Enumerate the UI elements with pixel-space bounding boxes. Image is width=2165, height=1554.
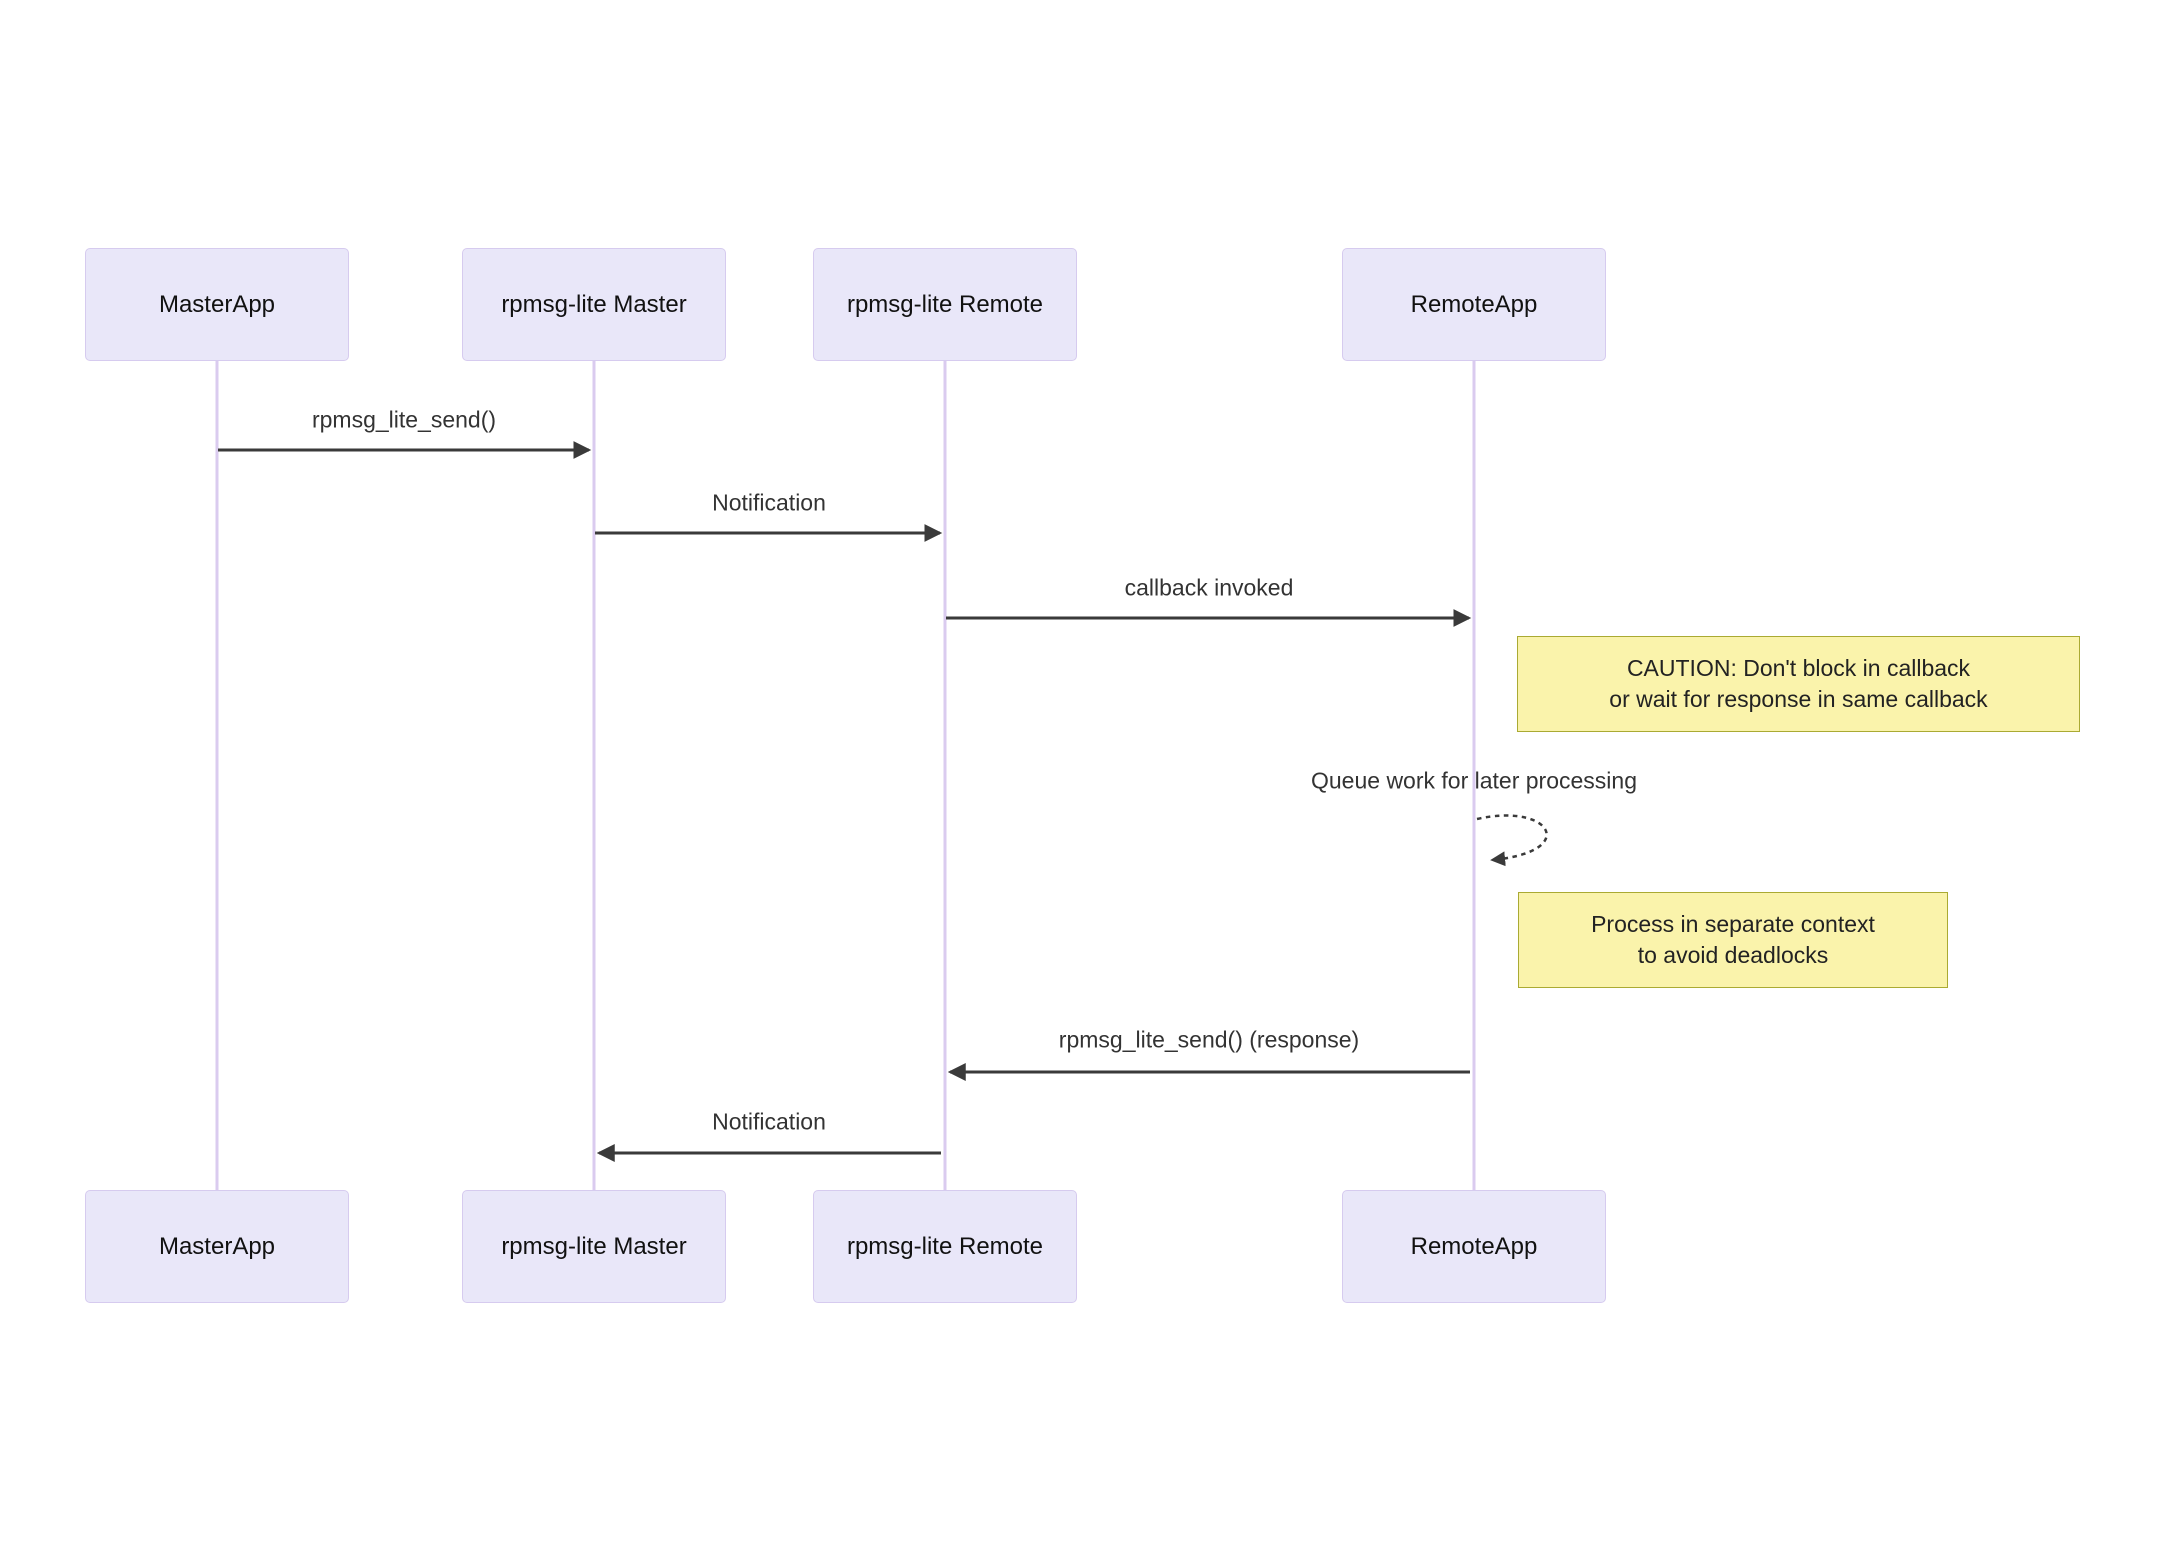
message-label-callback-invoked: callback invoked xyxy=(1124,574,1294,601)
actor-label: MasterApp xyxy=(158,290,276,318)
actor-bottom-masterapp: MasterApp xyxy=(85,1190,349,1303)
actor-bottom-rpmsg-lite-master: rpmsg-lite Master xyxy=(462,1190,726,1303)
actor-top-rpmsg-lite-remote: rpmsg-lite Remote xyxy=(813,248,1077,361)
self-loop-queue-work xyxy=(1476,814,1548,867)
actor-top-remoteapp: RemoteApp xyxy=(1342,248,1606,361)
message-label-rpmsg-lite-send-response: rpmsg_lite_send() (response) xyxy=(1058,1026,1360,1053)
actor-top-masterapp: MasterApp xyxy=(85,248,349,361)
message-label-queue-work: Queue work for later processing xyxy=(1311,767,1637,794)
actor-bottom-rpmsg-lite-remote: rpmsg-lite Remote xyxy=(813,1190,1077,1303)
note-line: to avoid deadlocks xyxy=(1637,942,1829,968)
actor-label: RemoteApp xyxy=(1410,1232,1538,1260)
actor-label: rpmsg-lite Master xyxy=(501,290,687,318)
actor-label: rpmsg-lite Remote xyxy=(846,1232,1044,1260)
note-caution-dont-block: CAUTION: Don't block in callback or wait… xyxy=(1517,636,2080,732)
actor-label: RemoteApp xyxy=(1410,290,1538,318)
actor-top-rpmsg-lite-master: rpmsg-lite Master xyxy=(462,248,726,361)
message-label-notification-1: Notification xyxy=(712,489,826,516)
actor-bottom-remoteapp: RemoteApp xyxy=(1342,1190,1606,1303)
note-line: CAUTION: Don't block in callback xyxy=(1626,655,1971,681)
note-line: or wait for response in same callback xyxy=(1609,686,1988,712)
note-process-separate-context: Process in separate context to avoid dea… xyxy=(1518,892,1948,988)
message-label-rpmsg-lite-send: rpmsg_lite_send() xyxy=(311,406,497,433)
message-label-notification-2: Notification xyxy=(712,1108,826,1135)
actor-label: rpmsg-lite Master xyxy=(501,1232,687,1260)
actor-label: rpmsg-lite Remote xyxy=(846,290,1044,318)
note-line: Process in separate context xyxy=(1591,911,1875,937)
actor-label: MasterApp xyxy=(158,1232,276,1260)
